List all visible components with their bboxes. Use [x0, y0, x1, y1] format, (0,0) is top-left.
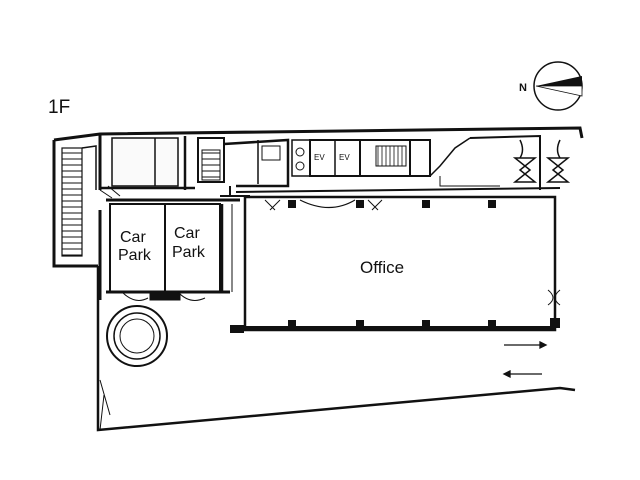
elevator-1-label: EV — [314, 153, 325, 162]
car-park-area — [106, 198, 240, 301]
arrow-left-icon — [502, 369, 542, 379]
door-symbol — [512, 139, 571, 183]
service-room — [99, 136, 195, 199]
north-letter: N — [519, 82, 527, 94]
car-park-2-line1: Car — [174, 225, 200, 242]
north-arrow-icon: N — [519, 61, 583, 111]
building-outline — [52, 126, 584, 432]
car-park-1-line2: Park — [118, 247, 152, 264]
building-core — [197, 134, 541, 197]
car-turntable — [106, 305, 168, 367]
ramp — [61, 145, 97, 257]
office-room — [230, 195, 561, 333]
corridor — [235, 187, 561, 211]
corner-hatch — [99, 379, 111, 431]
arrow-right-icon — [504, 340, 548, 350]
car-park-2-line2: Park — [172, 244, 206, 261]
elevator-2-label: EV — [339, 153, 350, 162]
floor-label: 1F — [48, 97, 70, 118]
car-park-1-line1: Car — [120, 229, 146, 246]
office-label: Office — [360, 258, 404, 277]
